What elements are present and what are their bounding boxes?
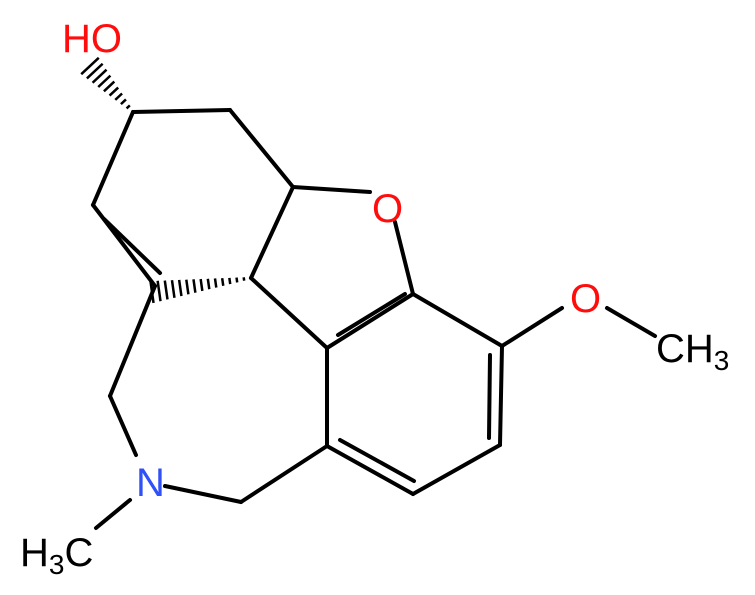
wedge-hash [213,278,218,288]
n-methyl-subscript: 3 [49,549,65,580]
bond [393,220,415,296]
bond [239,444,329,504]
wedge-hash [149,280,155,304]
wedge-hash [228,277,232,285]
wedge-hash [220,278,225,286]
wedge-hash [108,86,120,97]
bond-layer [91,108,657,530]
wedge-hash [80,56,100,76]
bond [325,292,415,350]
wedge-hash [156,280,162,302]
n-methyl-label: H3C [20,531,93,580]
bond [163,484,243,504]
wedge-hash [163,280,169,300]
wedge-hash [97,74,112,88]
bond [108,284,157,398]
bond [108,394,138,457]
bond [498,344,504,447]
hashed-wedge-bond [149,276,253,304]
methoxy-oxygen-label: O [570,277,601,321]
methoxy-methyl-subscript: 3 [714,345,730,376]
wedge-hash [86,62,104,80]
hydroxyl-label: HO [62,17,122,61]
bond [325,444,415,496]
wedge-hash [185,279,190,295]
wedge-hash [120,98,127,106]
bond [228,108,295,189]
n-methyl-c: C [64,531,93,575]
bond [249,276,329,350]
ring-oxygen-label: O [372,187,403,231]
wedge-hash [114,92,123,101]
aromatic-inner-bond [487,353,492,440]
bond [249,185,295,280]
bond [94,498,132,530]
wedge-hash [206,278,211,290]
bond [605,306,657,338]
wedge-hash [177,279,183,297]
bond [411,292,504,348]
wedge-hash [91,68,108,84]
wedge-hash [131,110,135,114]
bond [91,110,135,207]
methoxy-methyl-label: CH3 [656,327,729,376]
n-methyl-h: H [20,531,49,575]
methoxy-methyl-text: CH [656,327,714,371]
wedge-hash [235,277,239,283]
nitrogen-label: N [136,461,165,505]
bond [131,108,232,114]
double-bond-outer [91,203,157,288]
wedge-hash [192,279,197,293]
wedge-hash [170,280,176,298]
bond [291,185,372,194]
double-bond-inner [102,217,162,275]
bond [500,306,564,348]
aromatic-inner-bond [338,438,416,483]
atom-labels: HO O O CH3 N H3C [20,17,729,580]
bond [411,443,502,496]
wedge-hash [199,278,204,292]
wedge-hash [103,80,116,93]
hashed-wedge-bond [80,56,135,114]
aromatic-inner-bond [336,292,407,337]
wedge-hash [125,104,131,110]
